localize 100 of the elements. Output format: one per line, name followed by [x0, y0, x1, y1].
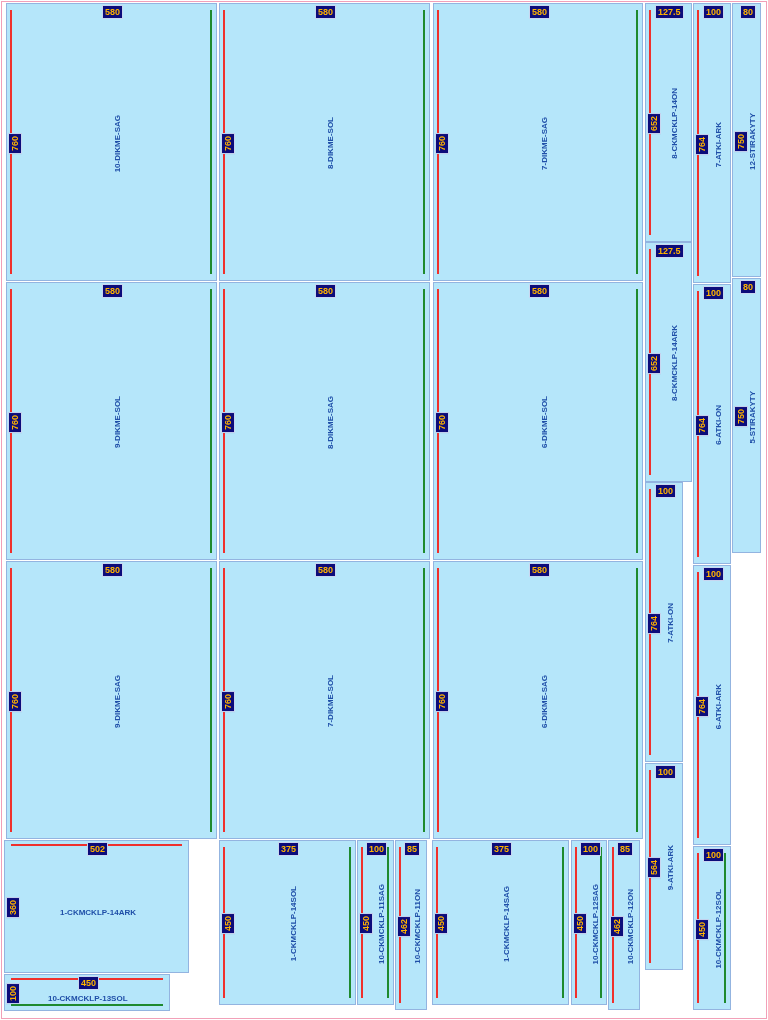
part-label: 7-ATKI-ON [666, 603, 675, 643]
part-label: 6-ATKI-ON [714, 405, 723, 445]
panel-piece [571, 840, 607, 1005]
width-dimension: 375 [491, 842, 513, 856]
panel-piece [219, 561, 430, 839]
panel-piece [433, 282, 643, 560]
part-label: 7-DIKME-SOL [326, 675, 335, 727]
width-dimension: 100 [703, 286, 725, 300]
panel-piece [6, 561, 217, 839]
height-dimension: 652 [647, 353, 661, 375]
panel-piece [433, 561, 643, 839]
part-label: 10-CKMCKLP-12ON [626, 889, 635, 965]
height-dimension: 450 [221, 913, 235, 935]
part-label: 8-DIKME-SAG [326, 396, 335, 449]
height-dimension: 450 [359, 913, 373, 935]
part-label: 10-CKMCKLP-13SOL [48, 994, 128, 1003]
width-dimension: 580 [529, 563, 551, 577]
width-dimension: 580 [529, 5, 551, 19]
height-dimension: 760 [8, 691, 22, 713]
height-dimension: 100 [6, 983, 20, 1005]
width-dimension: 100 [703, 5, 725, 19]
panel-piece [4, 840, 189, 973]
part-label: 6-ATKI-ARK [714, 684, 723, 730]
width-dimension: 80 [740, 5, 756, 19]
width-dimension: 100 [703, 848, 725, 862]
height-dimension: 750 [734, 406, 748, 428]
part-label: 8-CKMCKLP-14ON [670, 88, 679, 159]
panel-piece [219, 3, 430, 281]
part-label: 10-CKMCKLP-12SOL [714, 889, 723, 969]
panel-piece [645, 3, 692, 242]
width-dimension: 580 [315, 563, 337, 577]
height-dimension: 760 [221, 412, 235, 434]
width-dimension: 580 [315, 5, 337, 19]
part-label: 8-CKMCKLP-14ARK [670, 325, 679, 401]
width-dimension: 375 [278, 842, 300, 856]
height-dimension: 760 [8, 133, 22, 155]
height-dimension: 764 [647, 613, 661, 635]
width-dimension: 127.5 [655, 5, 684, 19]
part-label: 10-CKMCKLP-12SAG [591, 884, 600, 965]
part-label: 7-DIKME-SAG [540, 117, 549, 170]
panel-piece [693, 284, 731, 564]
width-dimension: 80 [740, 280, 756, 294]
panel-piece [645, 482, 683, 762]
panel-piece [433, 3, 643, 281]
panel-piece [645, 242, 692, 482]
width-dimension: 85 [404, 842, 420, 856]
panel-piece [645, 763, 683, 970]
height-dimension: 764 [695, 415, 709, 437]
part-label: 1-CKMCKLP-14SOL [289, 886, 298, 962]
height-dimension: 450 [573, 913, 587, 935]
part-label: 10-CKMCKLP-11ON [413, 889, 422, 964]
width-dimension: 580 [315, 284, 337, 298]
height-dimension: 764 [695, 696, 709, 718]
part-label: 9-ATKI-ARK [666, 845, 675, 891]
panel-piece [6, 282, 217, 560]
height-dimension: 760 [8, 412, 22, 434]
part-label: 9-DIKME-SAG [113, 675, 122, 728]
width-dimension: 100 [703, 567, 725, 581]
part-label: 6-DIKME-SAG [540, 675, 549, 728]
height-dimension: 760 [435, 412, 449, 434]
part-label: 5-STIRAKYTY [748, 391, 757, 444]
width-dimension: 450 [78, 976, 100, 990]
panel-piece [4, 974, 170, 1011]
height-dimension: 360 [6, 897, 20, 919]
height-dimension: 760 [435, 133, 449, 155]
part-label: 1-CKMCKLP-14SAG [502, 886, 511, 962]
panel-piece [219, 282, 430, 560]
part-label: 12-STIRAKYTY [748, 113, 757, 170]
panel-piece [732, 278, 761, 553]
width-dimension: 100 [366, 842, 388, 856]
part-label: 10-DIKME-SAG [113, 115, 122, 173]
width-dimension: 580 [102, 563, 124, 577]
width-dimension: 502 [87, 842, 109, 856]
height-dimension: 760 [435, 691, 449, 713]
width-dimension: 580 [529, 284, 551, 298]
part-label: 6-DIKME-SOL [540, 396, 549, 448]
width-dimension: 100 [580, 842, 602, 856]
height-dimension: 652 [647, 113, 661, 135]
height-dimension: 750 [734, 131, 748, 153]
height-dimension: 760 [221, 133, 235, 155]
panel-piece [693, 565, 731, 845]
width-dimension: 127.5 [655, 244, 684, 258]
panel-piece [395, 840, 427, 1010]
height-dimension: 764 [695, 134, 709, 156]
part-label: 10-CKMCKLP-11SAG [377, 884, 386, 964]
width-dimension: 85 [617, 842, 633, 856]
height-dimension: 564 [647, 857, 661, 879]
panel-piece [693, 846, 731, 1010]
width-dimension: 100 [655, 765, 677, 779]
height-dimension: 462 [397, 916, 411, 938]
part-label: 8-DIKME-SOL [326, 117, 335, 169]
panel-piece [693, 3, 731, 283]
height-dimension: 450 [434, 913, 448, 935]
panel-piece [732, 3, 761, 277]
panel-piece [357, 840, 394, 1005]
width-dimension: 100 [655, 484, 677, 498]
part-label: 1-CKMCKLP-14ARK [60, 908, 136, 917]
width-dimension: 580 [102, 284, 124, 298]
height-dimension: 450 [695, 919, 709, 941]
part-label: 9-DIKME-SOL [113, 396, 122, 448]
